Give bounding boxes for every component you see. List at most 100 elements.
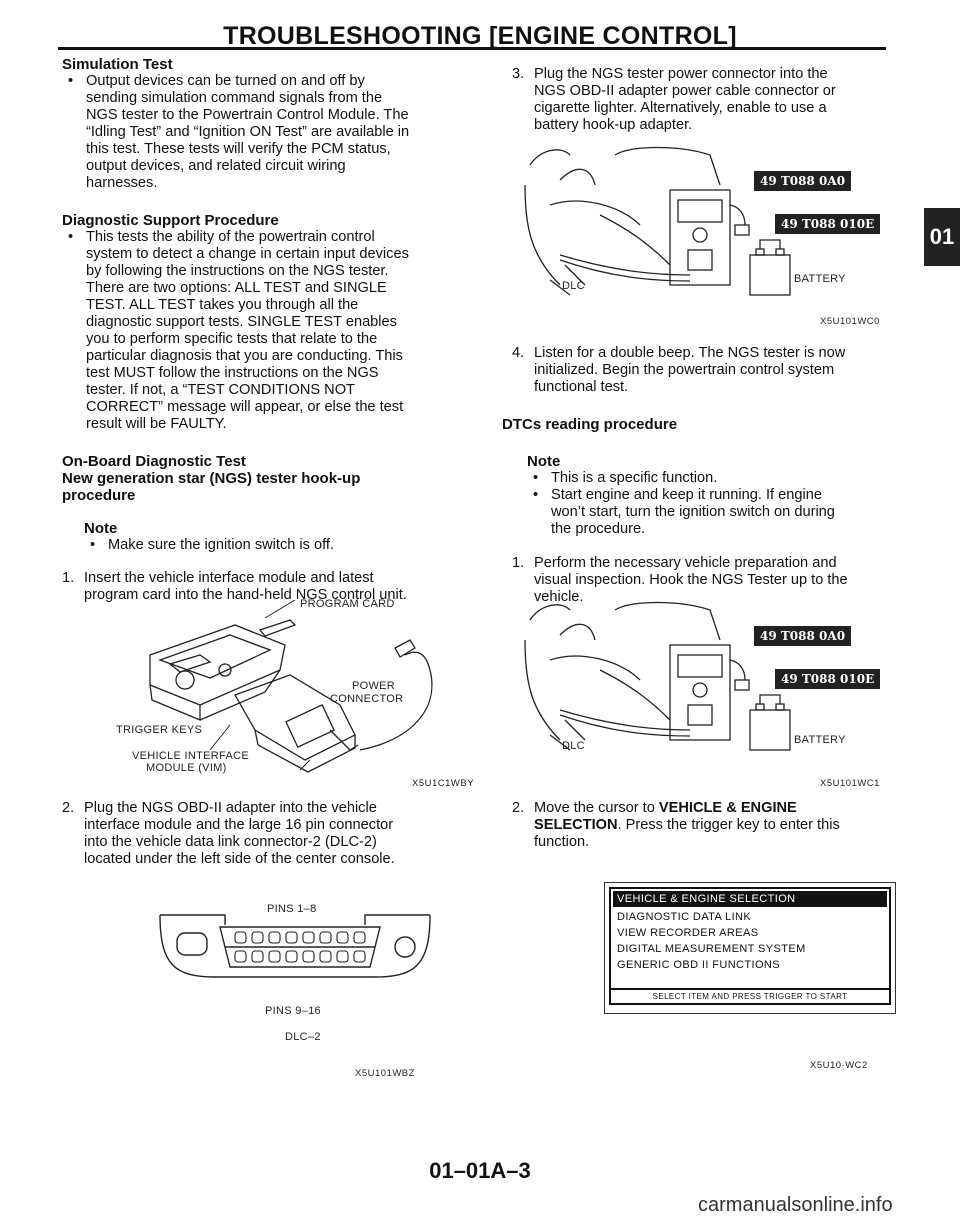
- step-line: Move the cursor to VEHICLE & ENGINE: [534, 800, 902, 817]
- note-heading: Note: [527, 453, 561, 470]
- connector-label: CONNECTOR: [330, 693, 404, 705]
- right-step-2: 2. Move the cursor to VEHICLE & ENGINE S…: [512, 800, 902, 851]
- hookup-figure-2: 49 T088 0A0 49 T088 010E BATTERY DLC X5U…: [520, 600, 905, 789]
- dtc-step-2: 2. Move the cursor to VEHICLE & ENGINE S…: [512, 800, 902, 851]
- hookup-drawing-2: [524, 601, 791, 751]
- dtc-heading: DTCs reading procedure: [502, 416, 678, 433]
- step-bold-text: VEHICLE & ENGINE: [658, 800, 797, 816]
- note-bullet: • Start engine and keep it running. If e…: [527, 487, 902, 538]
- diag-line: you to perform specific tests that relat…: [86, 331, 378, 347]
- title-rule: [58, 47, 886, 50]
- diag-line: TEST. ALL TEST takes you through all the: [86, 297, 359, 313]
- step-1: 1. Insert the vehicle interface module a…: [62, 570, 482, 604]
- bullet-dot: •: [533, 487, 539, 503]
- dlc-pin: [302, 931, 315, 944]
- ngs-tester-figure: PROGRAM CARD POWER CONNECTOR TRIGGER KEY…: [116, 598, 480, 790]
- step-4: 4. Listen for a double beep. The NGS tes…: [512, 345, 902, 396]
- note-line: Make sure the ignition switch is off.: [108, 537, 335, 553]
- bullet-dot: •: [533, 470, 539, 486]
- step-number: 2.: [62, 800, 75, 816]
- left-step-2: 2. Plug the NGS OBD-II adapter into the …: [62, 800, 482, 868]
- page-title: TROUBLESHOOTING [ENGINE CONTROL]: [223, 22, 737, 50]
- dlc-label: DLC: [562, 280, 585, 292]
- step-number: 1.: [512, 555, 525, 571]
- menu-item-selected[interactable]: VEHICLE & ENGINE SELECTION: [613, 891, 887, 907]
- ngs-tester-drawing: [149, 600, 433, 773]
- step-line: interface module and the large 16 pin co…: [84, 817, 394, 833]
- dlc-pin: [251, 950, 264, 963]
- step-line: located under the left side of the cente…: [84, 851, 395, 867]
- ngs-screen-figure: VEHICLE & ENGINE SELECTION DIAGNOSTIC DA…: [604, 882, 896, 1014]
- menu-item[interactable]: DIAGNOSTIC DATA LINK: [617, 911, 752, 923]
- step-line: Perform the necessary vehicle preparatio…: [534, 555, 837, 571]
- right-middle: 4. Listen for a double beep. The NGS tes…: [502, 345, 902, 606]
- dlc-label: DLC–2: [285, 1031, 321, 1043]
- dlc-pin: [336, 931, 349, 944]
- trigger-keys-label: TRIGGER KEYS: [116, 724, 203, 736]
- step-line: Insert the vehicle interface module and …: [84, 570, 374, 586]
- menu-item[interactable]: GENERIC OBD II FUNCTIONS: [617, 959, 780, 971]
- tool-badge-010e: 49 T088 010E: [775, 214, 881, 234]
- step-line: cigarette lighter. Alternatively, enable…: [534, 100, 827, 116]
- dlc-pin: [285, 931, 298, 944]
- figure-code: X5U101WC1: [820, 778, 880, 789]
- sim-line: “Idling Test” and “Ignition ON Test” are…: [86, 124, 410, 140]
- diag-line: system to detect a change in certain inp…: [86, 246, 409, 262]
- figure-code: X5U101WBZ: [355, 1068, 415, 1079]
- note-bullet: • This is a specific function.: [527, 470, 902, 487]
- step-line: program card into the hand-held NGS cont…: [84, 587, 407, 603]
- obd-heading-line: procedure: [62, 487, 136, 504]
- bullet-dot: •: [90, 537, 96, 553]
- diag-line: particular diagnosis that you are conduc…: [86, 348, 403, 364]
- hookup-figure-1: 49 T088 0A0 49 T088 010E BATTERY DLC X5U…: [520, 145, 905, 327]
- dlc-pin: [302, 950, 315, 963]
- pins-top-label: PINS 1–8: [267, 903, 317, 915]
- bullet-dot: •: [68, 229, 74, 245]
- step-bold-text: SELECTION: [534, 817, 618, 833]
- dlc-pin: [319, 931, 332, 944]
- figure-code: X5U10·WC2: [810, 1060, 868, 1071]
- sim-bullet: • Output devices can be turned on and of…: [62, 73, 482, 192]
- right-step-3: 3. Plug the NGS tester power connector i…: [512, 66, 902, 134]
- step-line: functional test.: [534, 379, 629, 395]
- obd-heading-line: New generation star (NGS) tester hook-up: [62, 470, 361, 487]
- dlc-pin: [285, 950, 298, 963]
- step-line: initialized. Begin the powertrain contro…: [534, 362, 835, 378]
- tool-badge-010e: 49 T088 010E: [775, 669, 881, 689]
- step-3: 3. Plug the NGS tester power connector i…: [512, 66, 902, 134]
- diag-line: CORRECT” message will appear, or else th…: [86, 399, 404, 415]
- step-2: 2. Plug the NGS OBD-II adapter into the …: [62, 800, 482, 868]
- diag-line: by following the instructions on the NGS…: [86, 263, 389, 279]
- dlc-pin: [336, 950, 349, 963]
- page-number: 01–01A–3: [429, 1158, 531, 1183]
- bullet-dot: •: [68, 73, 74, 89]
- step-number: 1.: [62, 570, 75, 586]
- step-line: into the vehicle data link connector-2 (…: [84, 834, 377, 850]
- step-number: 4.: [512, 345, 525, 361]
- battery-label: BATTERY: [794, 273, 846, 285]
- vim-label-1: VEHICLE INTERFACE: [132, 750, 249, 762]
- step-line: visual inspection. Hook the NGS Tester u…: [534, 572, 848, 588]
- step-number: 3.: [512, 66, 525, 82]
- dlc2-drawing: [159, 914, 431, 978]
- watermark: carmanualsonline.info: [698, 1194, 893, 1216]
- obd-heading: On-Board Diagnostic Test New generation …: [62, 453, 482, 504]
- dlc-pin: [234, 931, 247, 944]
- step-line: battery hook-up adapter.: [534, 117, 693, 133]
- hookup-drawing-1: [524, 146, 791, 296]
- sim-line: harnesses.: [86, 175, 158, 191]
- obd-heading-line: On-Board Diagnostic Test: [62, 453, 246, 470]
- diag-line: tester. If not, a “TEST CONDITIONS NOT: [86, 382, 355, 398]
- step-line: function.: [534, 834, 590, 850]
- dlc-pin: [234, 950, 247, 963]
- dlc-pin: [268, 931, 281, 944]
- dlc-pin: [353, 931, 366, 944]
- pins-bottom-label: PINS 9–16: [265, 1005, 321, 1017]
- figure-code: X5U1C1WBY: [412, 778, 475, 789]
- step-text: Move the cursor to: [534, 800, 659, 816]
- dlc-label: DLC: [562, 740, 585, 752]
- diag-line: This tests the ability of the powertrain…: [86, 229, 375, 245]
- step-text: . Press the trigger key to enter this: [617, 817, 840, 833]
- menu-item[interactable]: VIEW RECORDER AREAS: [617, 927, 759, 939]
- menu-item[interactable]: DIGITAL MEASUREMENT SYSTEM: [617, 943, 806, 955]
